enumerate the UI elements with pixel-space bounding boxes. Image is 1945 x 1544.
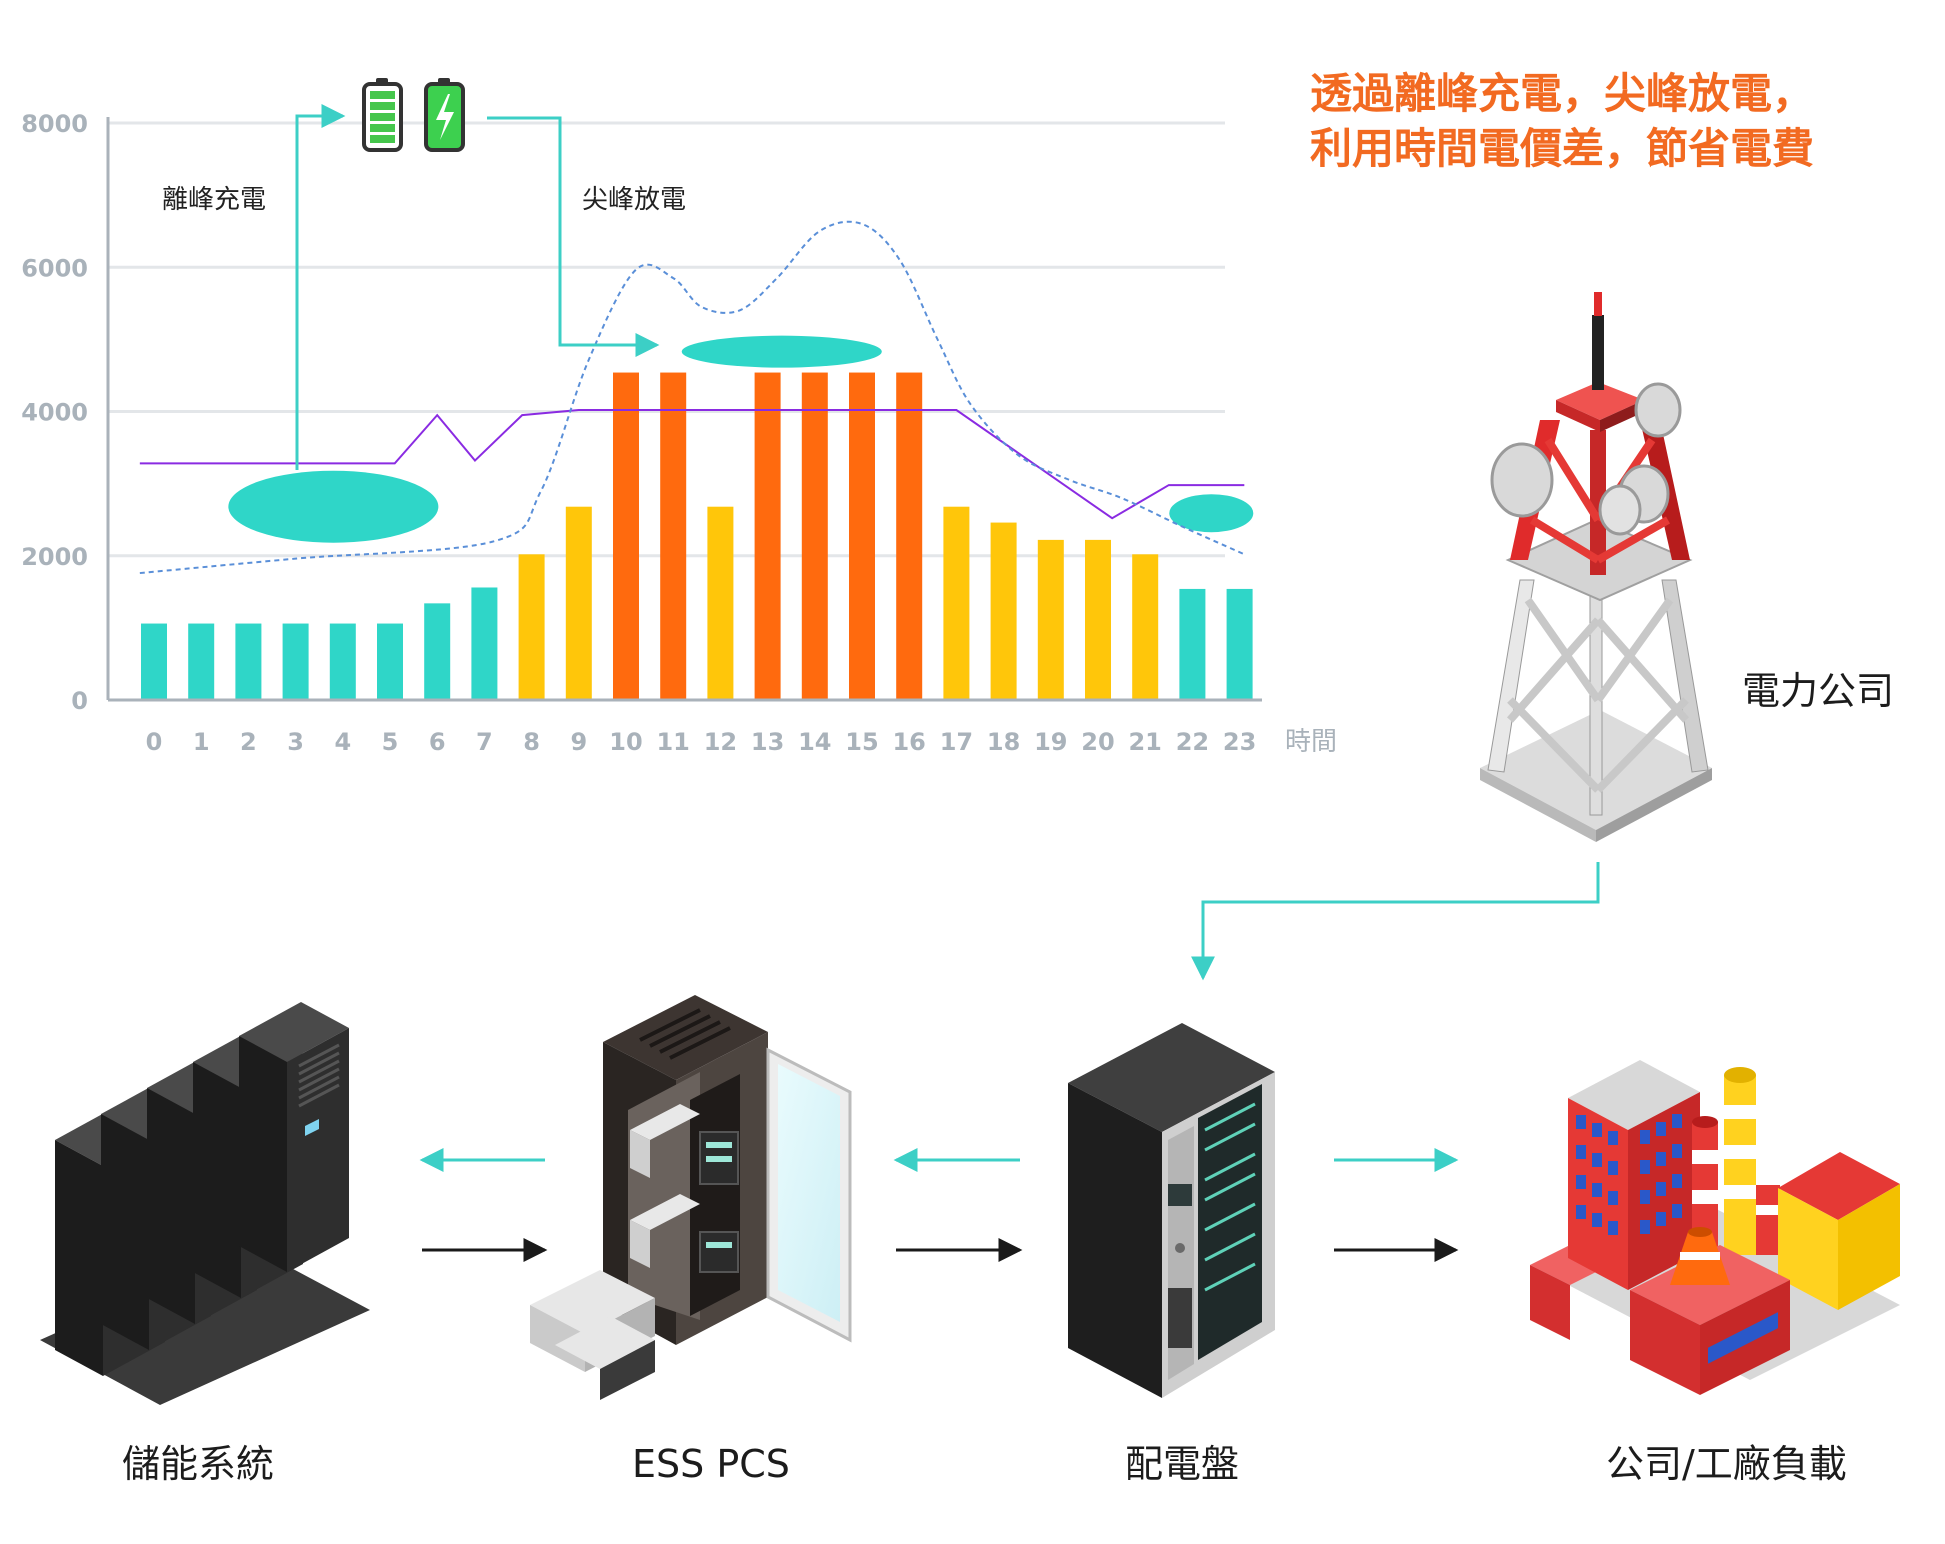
x-tick-label: 14 xyxy=(798,728,831,756)
y-tick-label: 0 xyxy=(71,687,88,715)
y-tick-label: 2000 xyxy=(21,543,88,571)
x-tick-label: 21 xyxy=(1128,728,1161,756)
flow-arrows xyxy=(419,1148,1459,1262)
server-rack xyxy=(239,1002,349,1272)
x-tick-label: 1 xyxy=(193,728,210,756)
series-line-capacity xyxy=(139,409,1245,520)
bar xyxy=(1179,588,1206,700)
utility-to-switchboard-line xyxy=(1191,862,1600,981)
bar xyxy=(754,372,781,700)
charge-flow-line xyxy=(295,104,346,470)
discharge-zone-ellipse xyxy=(681,335,882,368)
bar xyxy=(1037,539,1064,700)
offpeak-charge-label: 離峰充電 xyxy=(162,185,266,215)
bar xyxy=(424,603,451,700)
y-axis-ticks: 0 2000 4000 6000 8000 xyxy=(21,110,88,715)
x-tick-label: 8 xyxy=(523,728,540,756)
x-tick-label: 13 xyxy=(751,728,784,756)
y-tick-label: 4000 xyxy=(21,399,88,427)
switchboard-icon xyxy=(1068,1023,1275,1398)
charge-zone-ellipse-night xyxy=(1169,494,1254,533)
peak-discharge-label: 尖峰放電 xyxy=(582,185,686,215)
battery-charging-icon xyxy=(362,78,403,152)
headline-line1: 透過離峰充電，尖峰放電， xyxy=(1310,69,1814,118)
x-tick-label: 15 xyxy=(845,728,878,756)
bar xyxy=(801,372,828,700)
bar xyxy=(1226,588,1253,700)
bar xyxy=(943,506,970,700)
discharge-flow-line xyxy=(487,116,660,357)
bar xyxy=(235,623,262,700)
bar xyxy=(1132,554,1159,700)
bar xyxy=(188,623,215,700)
storage-system-icon xyxy=(40,1002,370,1405)
x-tick-label: 22 xyxy=(1176,728,1209,756)
y-tick-label: 8000 xyxy=(21,110,88,138)
bar xyxy=(707,506,734,700)
chart-bars xyxy=(141,372,1253,700)
x-tick-label: 10 xyxy=(609,728,642,756)
bar xyxy=(565,506,592,700)
x-tick-label: 11 xyxy=(656,728,689,756)
utility-label: 電力公司 xyxy=(1742,669,1894,713)
x-tick-label: 20 xyxy=(1081,728,1114,756)
bar xyxy=(990,522,1017,700)
x-tick-label: 5 xyxy=(382,728,399,756)
bar xyxy=(1085,539,1111,700)
x-tick-label: 3 xyxy=(287,728,304,756)
utility-tower-icon xyxy=(1480,292,1712,842)
x-tick-label: 9 xyxy=(570,728,587,756)
battery-discharging-icon xyxy=(424,78,465,152)
chart-lines xyxy=(139,220,1245,575)
x-tick-label: 2 xyxy=(240,728,257,756)
x-tick-label: 0 xyxy=(146,728,163,756)
bar xyxy=(518,554,545,700)
x-axis-unit-label: 時間 xyxy=(1285,727,1337,757)
x-tick-label: 23 xyxy=(1223,728,1256,756)
x-tick-label: 7 xyxy=(476,728,493,756)
charge-discharge-zones xyxy=(228,335,1254,543)
x-tick-label: 12 xyxy=(704,728,737,756)
bar xyxy=(282,623,309,700)
switchboard-label: 配電盤 xyxy=(1125,1442,1239,1486)
x-tick-label: 19 xyxy=(1034,728,1067,756)
y-tick-label: 6000 xyxy=(21,254,88,282)
charge-zone-ellipse xyxy=(228,470,439,543)
bar xyxy=(849,372,875,700)
factory-icon xyxy=(1530,1060,1900,1395)
load-label: 公司/工廠負載 xyxy=(1606,1442,1847,1486)
storage-label: 儲能系統 xyxy=(122,1442,274,1486)
x-tick-label: 16 xyxy=(892,728,925,756)
bar xyxy=(471,587,498,700)
bar xyxy=(377,623,403,700)
ess-pcs-icon xyxy=(530,995,852,1400)
x-tick-label: 18 xyxy=(987,728,1020,756)
ess-pcs-label: ESS PCS xyxy=(632,1442,790,1486)
x-tick-label: 6 xyxy=(429,728,446,756)
bar xyxy=(329,623,356,700)
bar xyxy=(660,372,687,700)
x-tick-label: 17 xyxy=(940,728,973,756)
bar xyxy=(141,623,167,700)
bar xyxy=(613,372,639,700)
bar xyxy=(896,372,923,700)
x-tick-label: 4 xyxy=(334,728,351,756)
headline-line2: 利用時間電價差，節省電費 xyxy=(1310,124,1814,173)
